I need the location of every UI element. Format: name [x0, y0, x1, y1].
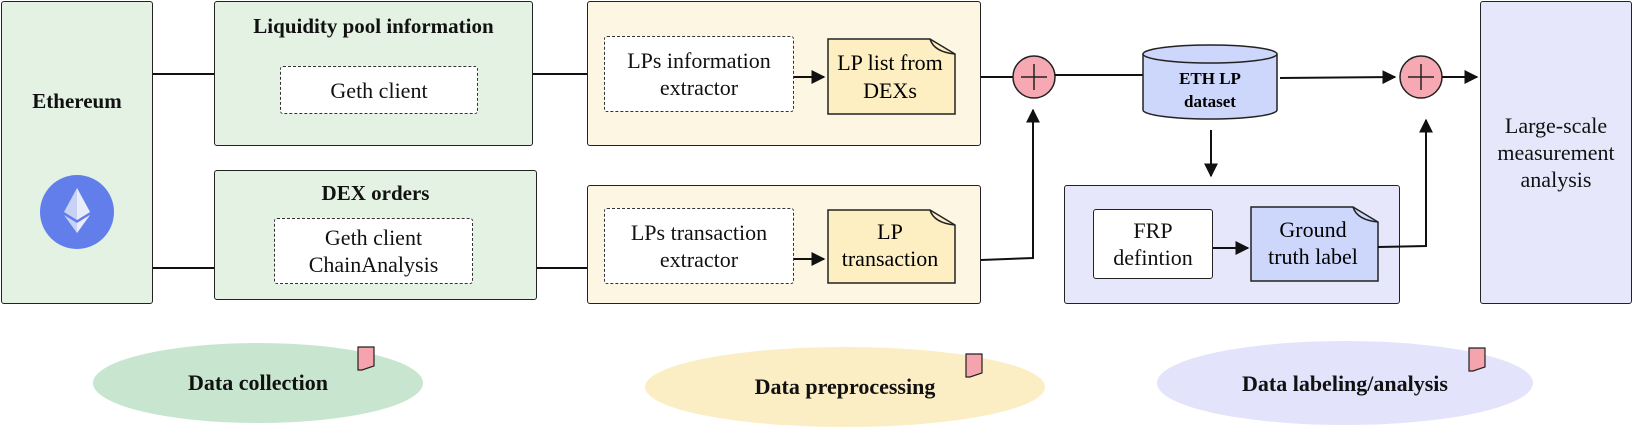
lps-transaction-extractor-line1: LPs transaction: [630, 220, 768, 245]
ethereum-title: Ethereum: [32, 89, 122, 113]
stage-data-collection: Data collection: [188, 370, 328, 395]
geth-client-box: Geth client: [280, 66, 478, 114]
dataset-to-plus-line: [1279, 70, 1397, 85]
lps-information-extractor: LPs information extractor: [604, 36, 794, 112]
ground-truth-line1: Ground: [1279, 217, 1346, 242]
ellipse-data-labeling: [1157, 341, 1533, 425]
analysis-label-line3: analysis: [1520, 166, 1592, 192]
lp-transaction-document-icon: [827, 209, 956, 284]
database-icon: [1142, 44, 1278, 120]
stage-data-labeling: Data labeling/analysis: [1242, 371, 1448, 396]
lps-transaction-extractor-line2: extractor: [659, 247, 739, 272]
dex-client-geth: Geth client: [324, 225, 423, 250]
ground-truth-document-icon: [1250, 206, 1379, 282]
lp-list-doc-line1: LP list from: [837, 50, 943, 75]
ethereum-box: [1, 1, 153, 304]
stage-data-preprocessing: Data preprocessing: [754, 374, 936, 399]
ellipse-data-collection: [93, 343, 423, 423]
lp-transaction-doc-line2: transaction: [842, 246, 939, 271]
analysis-box: [1480, 1, 1632, 304]
flag-icon: [965, 353, 983, 378]
lps-information-extractor-line2: extractor: [659, 75, 739, 100]
analysis-label-line2: measurement: [1497, 139, 1615, 165]
geth-client-label: Geth client: [330, 77, 428, 103]
lp-list-doc-line2: DEXs: [863, 78, 917, 103]
dex-clients-box: Geth client ChainAnalysis: [274, 218, 473, 284]
lp-list-document-fold: [929, 38, 956, 55]
flag-icon: [357, 346, 375, 371]
dataset-label-line1: ETH LP: [1179, 69, 1241, 88]
lps-information-extractor-line1: LPs information: [627, 48, 771, 73]
dex-orders-title: DEX orders: [321, 181, 430, 205]
frp-definition-box: FRP defintion: [1093, 209, 1213, 279]
plus-circle-icon: [1399, 55, 1443, 99]
lp-list-document-icon: [827, 38, 956, 115]
frp-definition-line2: defintion: [1113, 245, 1193, 270]
liquidity-pool-title: Liquidity pool information: [253, 14, 494, 38]
ground-truth-to-plus-line: [1377, 118, 1433, 248]
preprocess-bottom-to-plus-line: [980, 108, 1040, 261]
ground-truth-document-fold: [1352, 206, 1379, 223]
plus-circle-icon: [1012, 55, 1056, 99]
flag-icon: [1468, 347, 1486, 372]
frp-definition-line1: FRP: [1133, 218, 1173, 243]
ethereum-logo-icon: [40, 175, 114, 249]
lps-transaction-extractor: LPs transaction extractor: [604, 208, 794, 284]
ground-truth-line2: truth label: [1268, 244, 1358, 269]
lp-transaction-document-fold: [929, 209, 956, 226]
analysis-label-line1: Large-scale: [1504, 112, 1608, 138]
dex-client-chainanalysis: ChainAnalysis: [308, 252, 439, 277]
ellipse-data-preprocessing: [645, 347, 1045, 427]
analysis-label: Large-scale measurement analysis: [1480, 110, 1632, 194]
lp-transaction-doc-line1: LP: [877, 219, 903, 244]
dataset-label-line2: dataset: [1184, 92, 1236, 111]
